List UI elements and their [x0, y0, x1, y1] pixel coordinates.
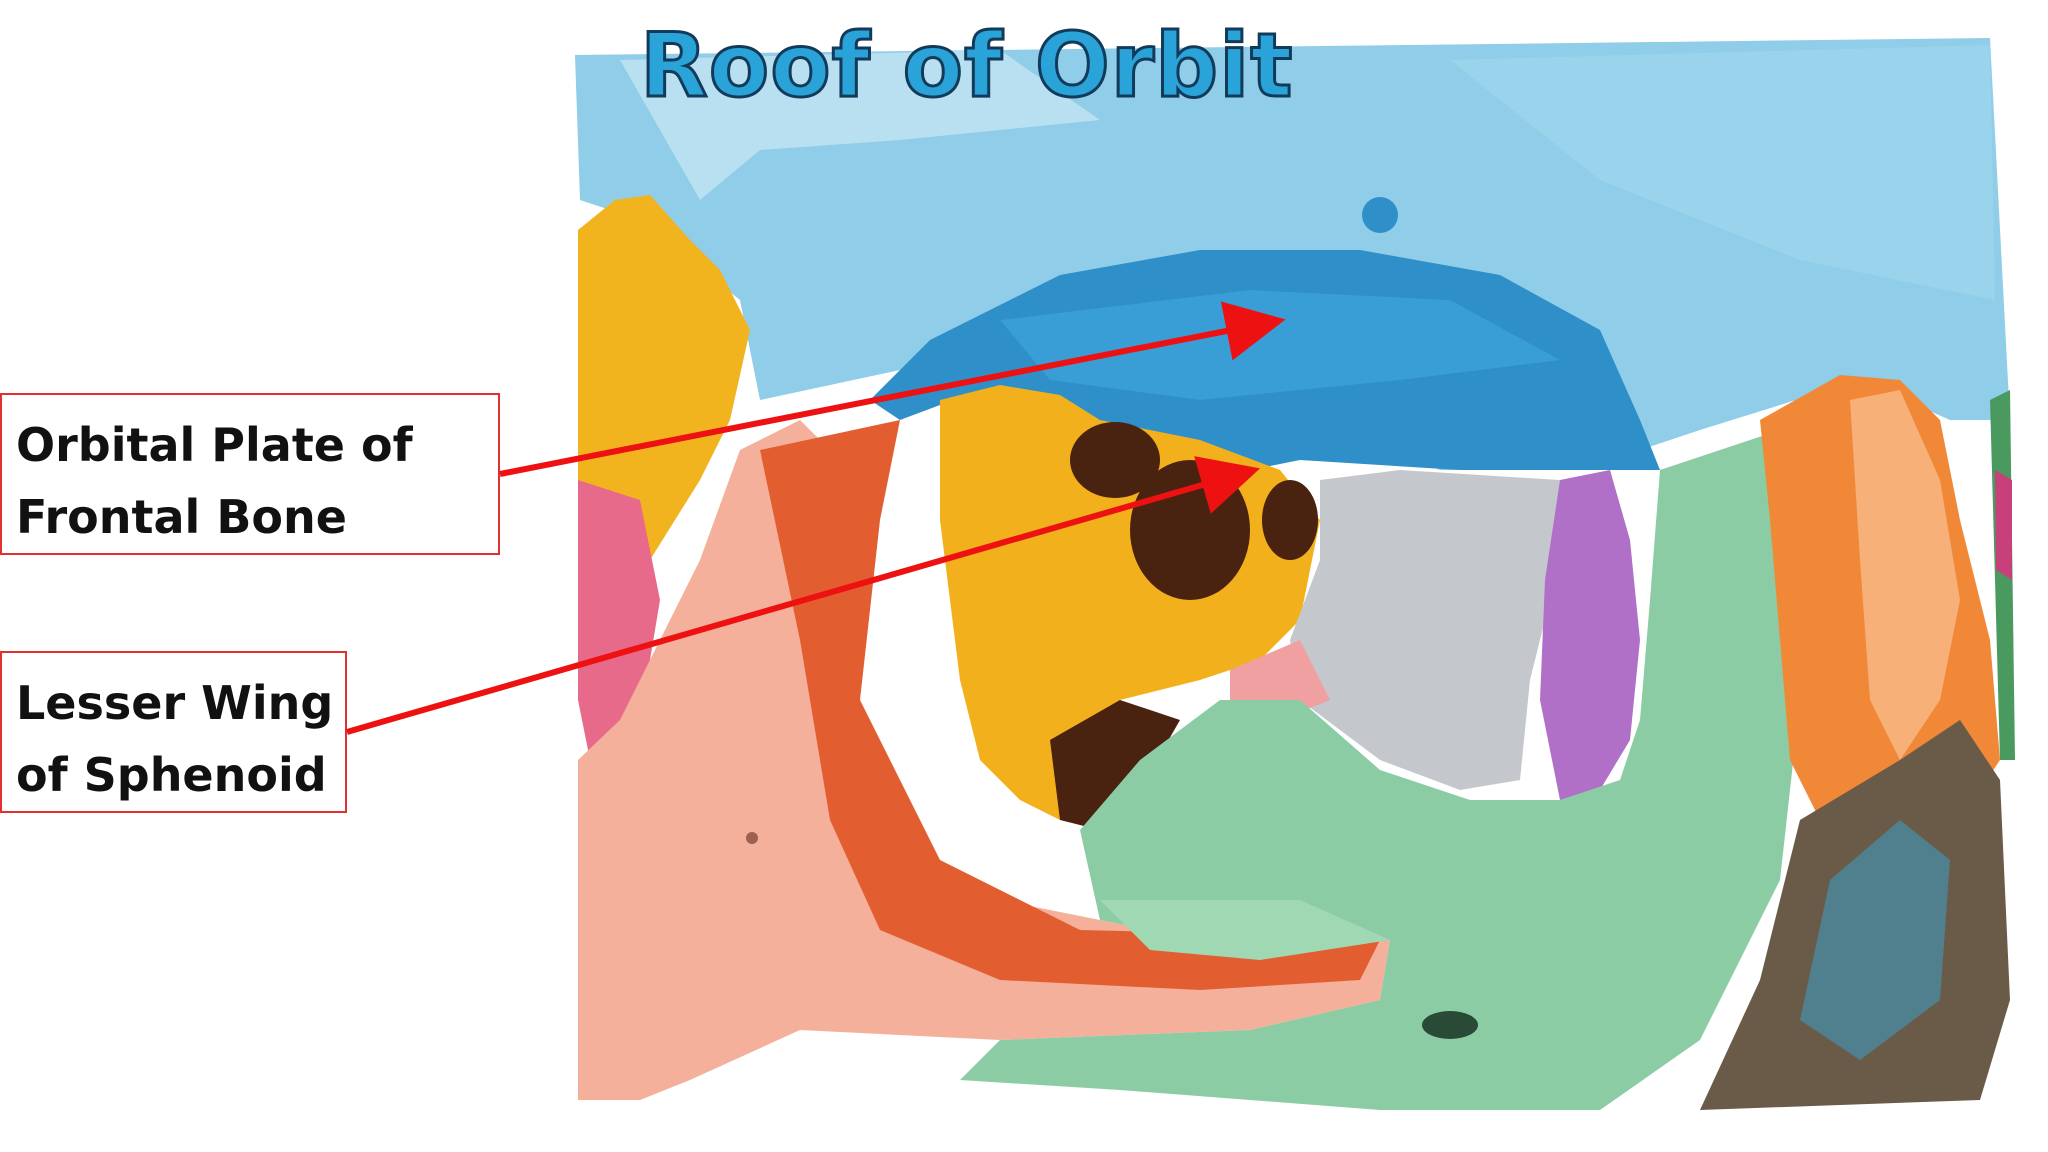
page-title: Roof of Orbit — [638, 14, 1294, 117]
label-orbital-plate-frontal-bone: Orbital Plate of Frontal Bone — [0, 393, 500, 555]
label-line: of Sphenoid — [16, 748, 327, 802]
ethmoid — [1290, 470, 1560, 790]
label-lesser-wing-sphenoid: Lesser Wing of Sphenoid — [0, 651, 347, 813]
maxilla — [960, 430, 1800, 1110]
label-line: Frontal Bone — [16, 490, 347, 544]
label-line: Lesser Wing — [16, 676, 334, 730]
label-line: Orbital Plate of — [16, 418, 413, 472]
lacrimal — [1540, 470, 1640, 800]
